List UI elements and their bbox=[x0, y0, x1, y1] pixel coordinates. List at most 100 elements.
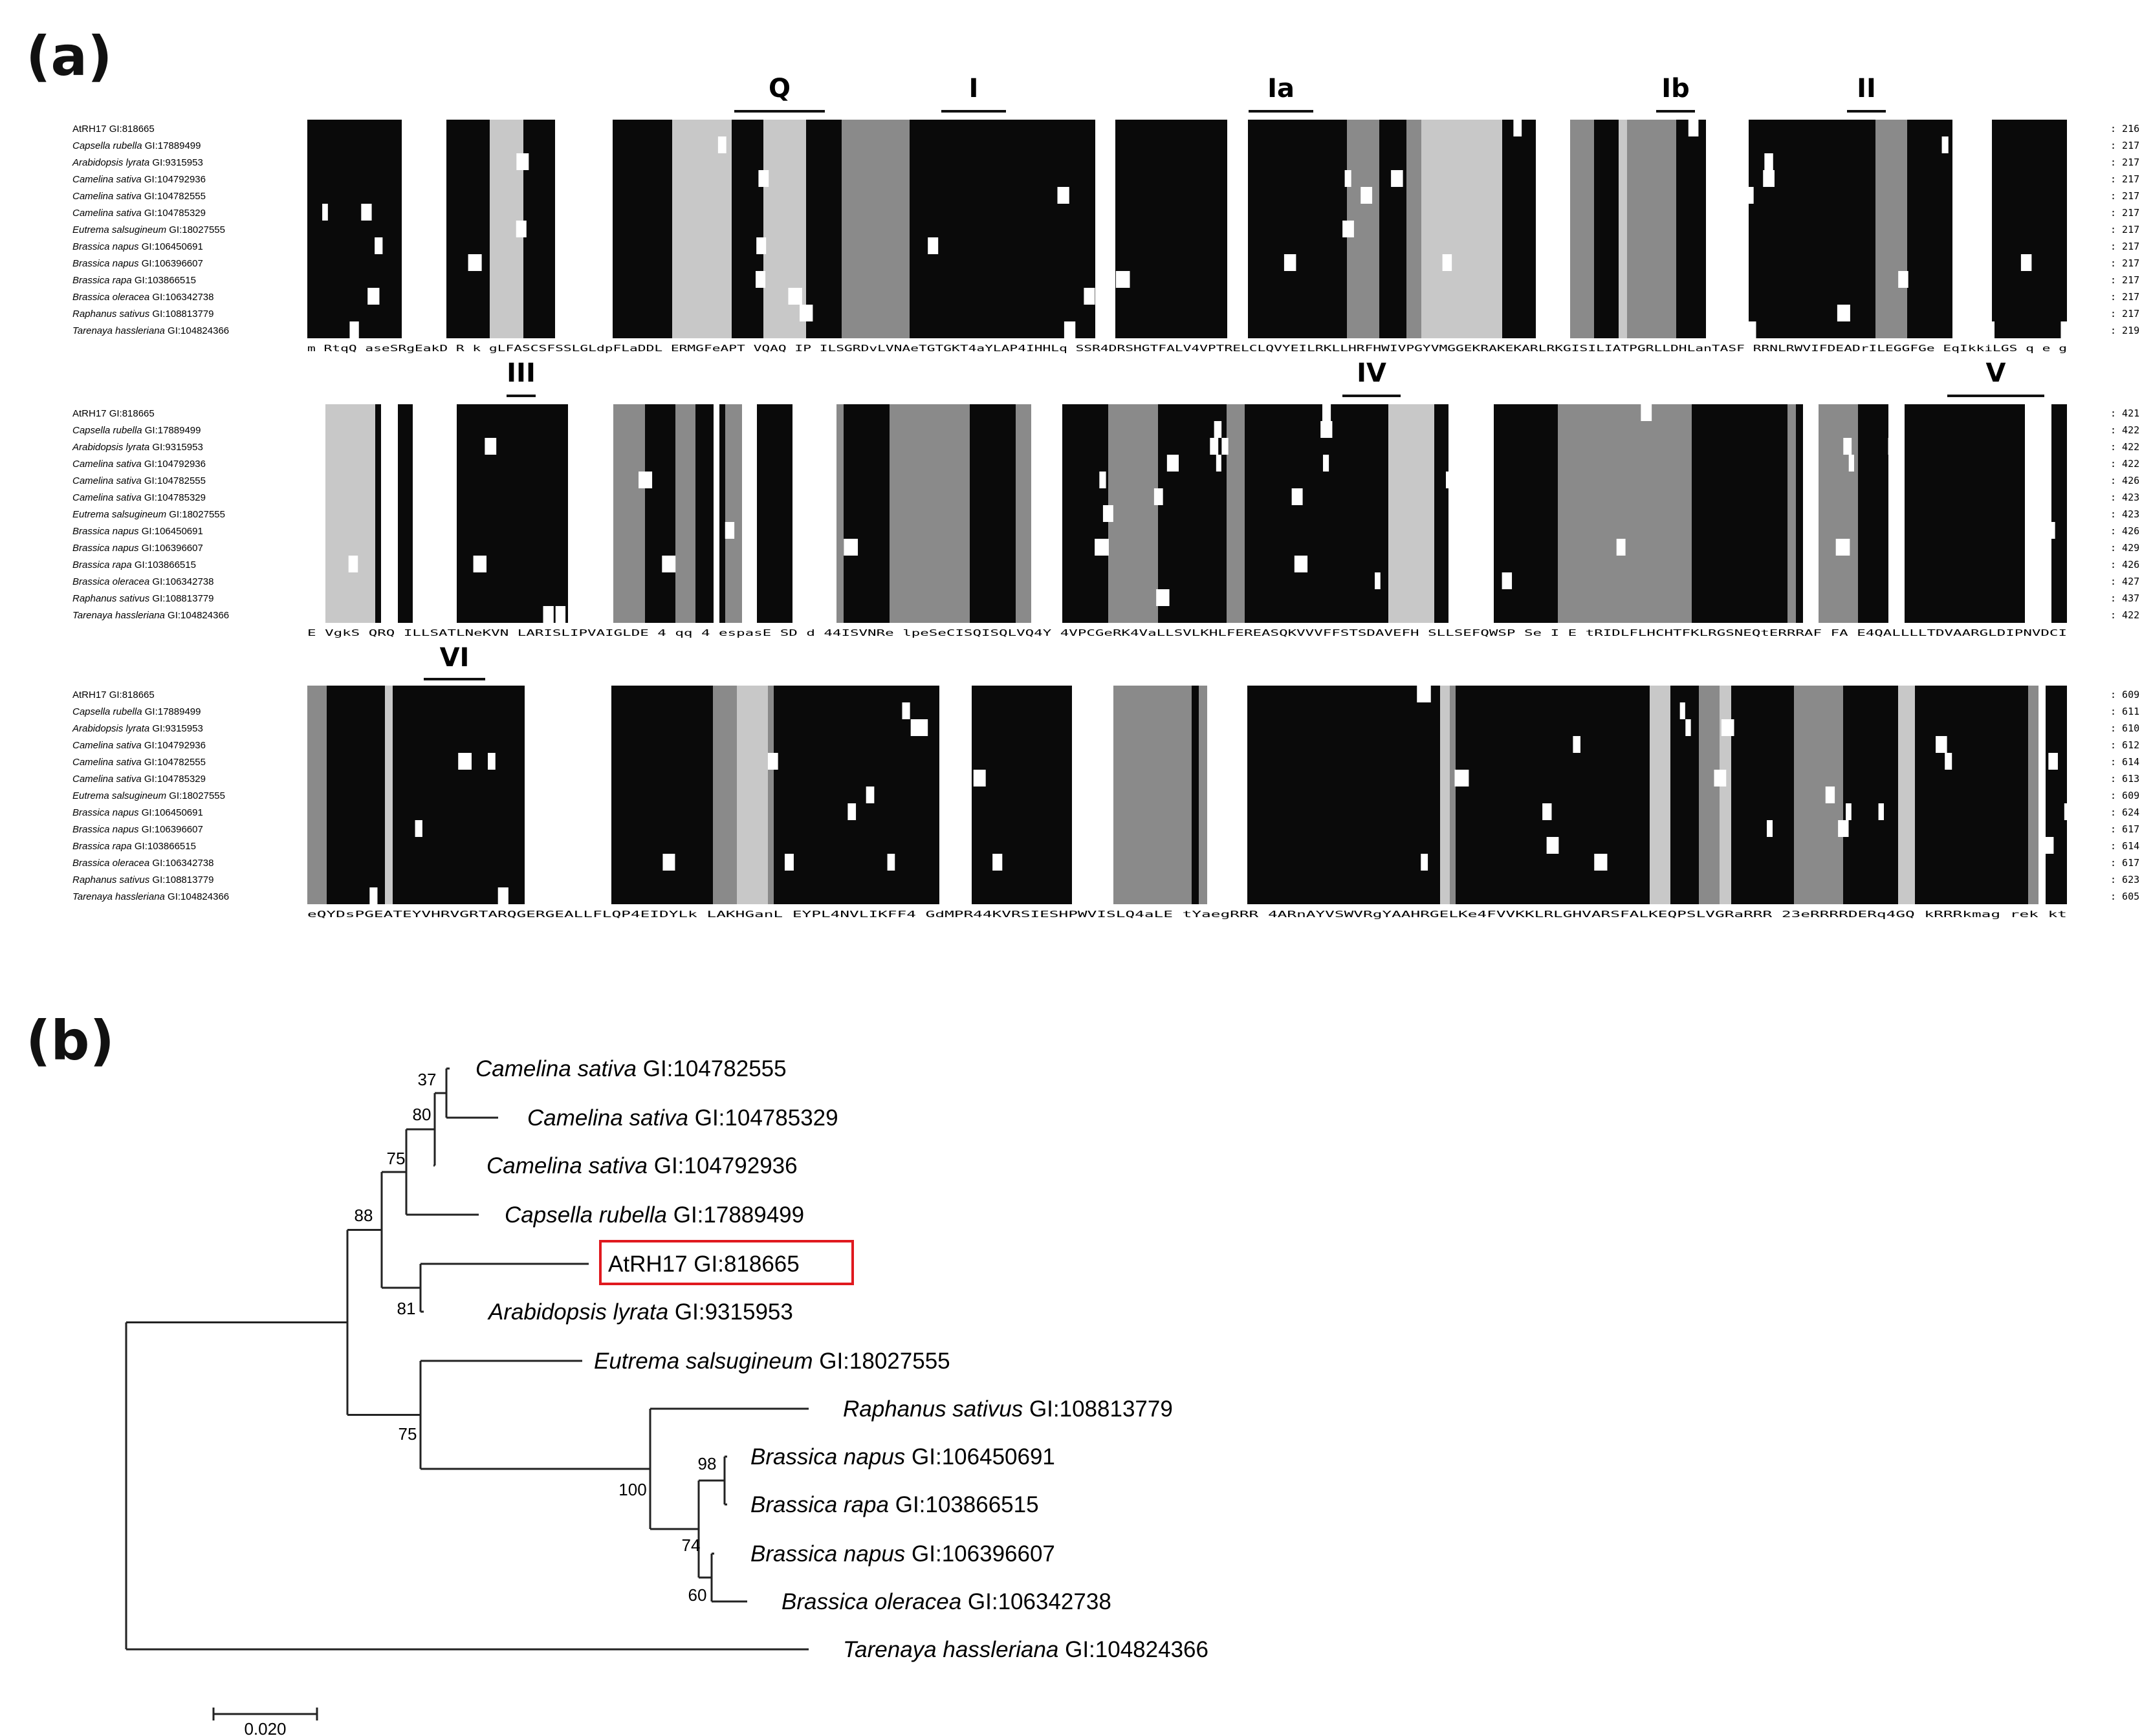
alignment-column bbox=[675, 686, 713, 904]
leaf-gi: GI:104785329 bbox=[695, 1105, 838, 1131]
sequence-end-position: : 426 bbox=[2110, 475, 2139, 486]
sequence-end-position: : 217 bbox=[2110, 140, 2139, 151]
alignment-gap bbox=[1115, 271, 1130, 288]
sequence-gi: GI:106450691 bbox=[142, 526, 203, 537]
alignment-gap bbox=[928, 237, 939, 254]
sequence-end-position: : 219 bbox=[2110, 325, 2139, 336]
sequence-species: Arabidopsis lyrata bbox=[72, 157, 152, 168]
sequence-species: Arabidopsis lyrata bbox=[72, 723, 152, 734]
bootstrap-value: 37 bbox=[418, 1070, 437, 1089]
sequence-label: Tarenaya hassleriana GI:104824366 bbox=[72, 610, 229, 621]
alignment-column bbox=[1108, 404, 1140, 623]
alignment-gap bbox=[516, 153, 529, 170]
tree-leaf-label: Camelina sativa GI:104782555 bbox=[475, 1056, 787, 1081]
leaf-gi: GI:18027555 bbox=[819, 1349, 950, 1374]
alignment-column bbox=[844, 404, 866, 623]
alignment-column bbox=[1815, 120, 1849, 338]
leaf-species: Arabidopsis lyrata bbox=[487, 1299, 675, 1325]
sequence-end-position: : 217 bbox=[2110, 274, 2139, 286]
alignment-gap bbox=[1291, 488, 1303, 505]
alignment-column bbox=[423, 686, 468, 904]
alignment-column bbox=[518, 404, 568, 623]
alignment-gap bbox=[1234, 753, 1244, 770]
alignment-column bbox=[890, 686, 895, 904]
alignment-column bbox=[1699, 686, 1720, 904]
leaf-species: Capsella rubella bbox=[505, 1202, 673, 1228]
alignment-column bbox=[457, 404, 479, 623]
consensus-sequence: eQYDsPGEATEYVHRVGRTARQGERGEALLFLQP4EIDYL… bbox=[307, 910, 2067, 920]
sequence-species: Camelina sativa bbox=[72, 774, 144, 785]
leaf-species: Raphanus sativus bbox=[843, 1396, 1029, 1422]
sequence-species: Camelina sativa bbox=[72, 174, 144, 185]
alignment-column bbox=[1089, 120, 1095, 338]
sequence-species: Capsella rubella bbox=[72, 140, 145, 151]
sequence-gi: GI:106396607 bbox=[142, 258, 203, 269]
alignment-column bbox=[1379, 120, 1406, 338]
sequence-end-position: : 422 bbox=[2110, 458, 2139, 470]
alignment-gap bbox=[1156, 589, 1170, 606]
leaf-species: Brassica napus bbox=[750, 1444, 912, 1470]
alignment-gap bbox=[844, 539, 858, 556]
sequence-end-position: : 422 bbox=[2110, 441, 2139, 453]
alignment-column bbox=[872, 404, 890, 623]
alignment-column bbox=[1619, 120, 1627, 338]
alignment-column bbox=[970, 404, 1016, 623]
alignment-column bbox=[1796, 404, 1803, 623]
alignment-gap bbox=[1707, 305, 1714, 321]
alignment-gap bbox=[1679, 702, 1685, 719]
sequence-label: Brassica oleracea GI:106342738 bbox=[72, 292, 214, 303]
alignment-column bbox=[1946, 404, 1994, 623]
sequence-gi: GI:17889499 bbox=[145, 140, 201, 151]
sequence-gi: GI:9315953 bbox=[152, 157, 202, 168]
alignment-column bbox=[1858, 404, 1877, 623]
sequence-label: Raphanus sativus GI:108813779 bbox=[72, 309, 214, 320]
sequence-gi: GI:104785329 bbox=[144, 774, 206, 785]
alignment-column bbox=[1406, 120, 1421, 338]
alignment-column bbox=[836, 404, 844, 623]
alignment-column bbox=[1907, 120, 1937, 338]
sequence-end-position: : 617 bbox=[2110, 823, 2139, 835]
alignment-column bbox=[1689, 120, 1706, 338]
sequence-species: Camelina sativa bbox=[72, 191, 144, 202]
motif-label: IV bbox=[1357, 358, 1386, 388]
alignment-column bbox=[1491, 686, 1511, 904]
alignment-gap bbox=[485, 438, 497, 455]
alignment-column bbox=[1033, 120, 1075, 338]
alignment-gap bbox=[1442, 254, 1452, 271]
alignment-gap bbox=[361, 204, 372, 221]
alignment-gap bbox=[1344, 170, 1351, 187]
alignment-column bbox=[307, 686, 327, 904]
alignment-column bbox=[1992, 120, 2040, 338]
sequence-species: Tarenaya hassleriana bbox=[72, 891, 168, 902]
alignment-gap bbox=[1721, 719, 1734, 736]
alignment-gap bbox=[2044, 837, 2054, 854]
alignment-column bbox=[1915, 686, 1955, 904]
alignment-column bbox=[1787, 404, 1796, 623]
alignment-gap bbox=[476, 556, 485, 572]
alignment-gap bbox=[488, 753, 496, 770]
alignment-gap bbox=[2048, 753, 2058, 770]
sequence-gi: GI:104824366 bbox=[168, 325, 229, 336]
leaf-gi: GI:108813779 bbox=[1029, 1396, 1173, 1422]
sequence-end-position: : 422 bbox=[2110, 609, 2139, 621]
alignment-column bbox=[1324, 686, 1363, 904]
sequence-species: Brassica rapa bbox=[72, 559, 135, 570]
alignment-gap bbox=[349, 321, 359, 338]
alignment-column bbox=[1075, 120, 1089, 338]
sequence-species: Camelina sativa bbox=[72, 208, 144, 219]
alignment-column bbox=[375, 404, 381, 623]
alignment-column bbox=[1955, 686, 1979, 904]
alignment-column bbox=[1434, 404, 1448, 623]
sequence-label: Brassica napus GI:106450691 bbox=[72, 241, 203, 252]
sequence-end-position: : 610 bbox=[2110, 722, 2139, 734]
sequence-label: Camelina sativa GI:104782555 bbox=[72, 757, 206, 768]
consensus-sequence: m RtqQ aseSRgEakD R k gLFASCSFSSLGLdpFLa… bbox=[307, 344, 2067, 354]
alignment-column bbox=[806, 120, 842, 338]
alignment-gap bbox=[1320, 421, 1333, 438]
sequence-species: Brassica napus bbox=[72, 526, 142, 537]
leaf-species: Camelina sativa bbox=[475, 1056, 643, 1081]
sequence-species: Brassica napus bbox=[72, 543, 142, 554]
sequence-label: Brassica napus GI:106450691 bbox=[72, 526, 203, 537]
alignment-gap bbox=[758, 170, 769, 187]
bootstrap-value: 88 bbox=[355, 1206, 373, 1225]
